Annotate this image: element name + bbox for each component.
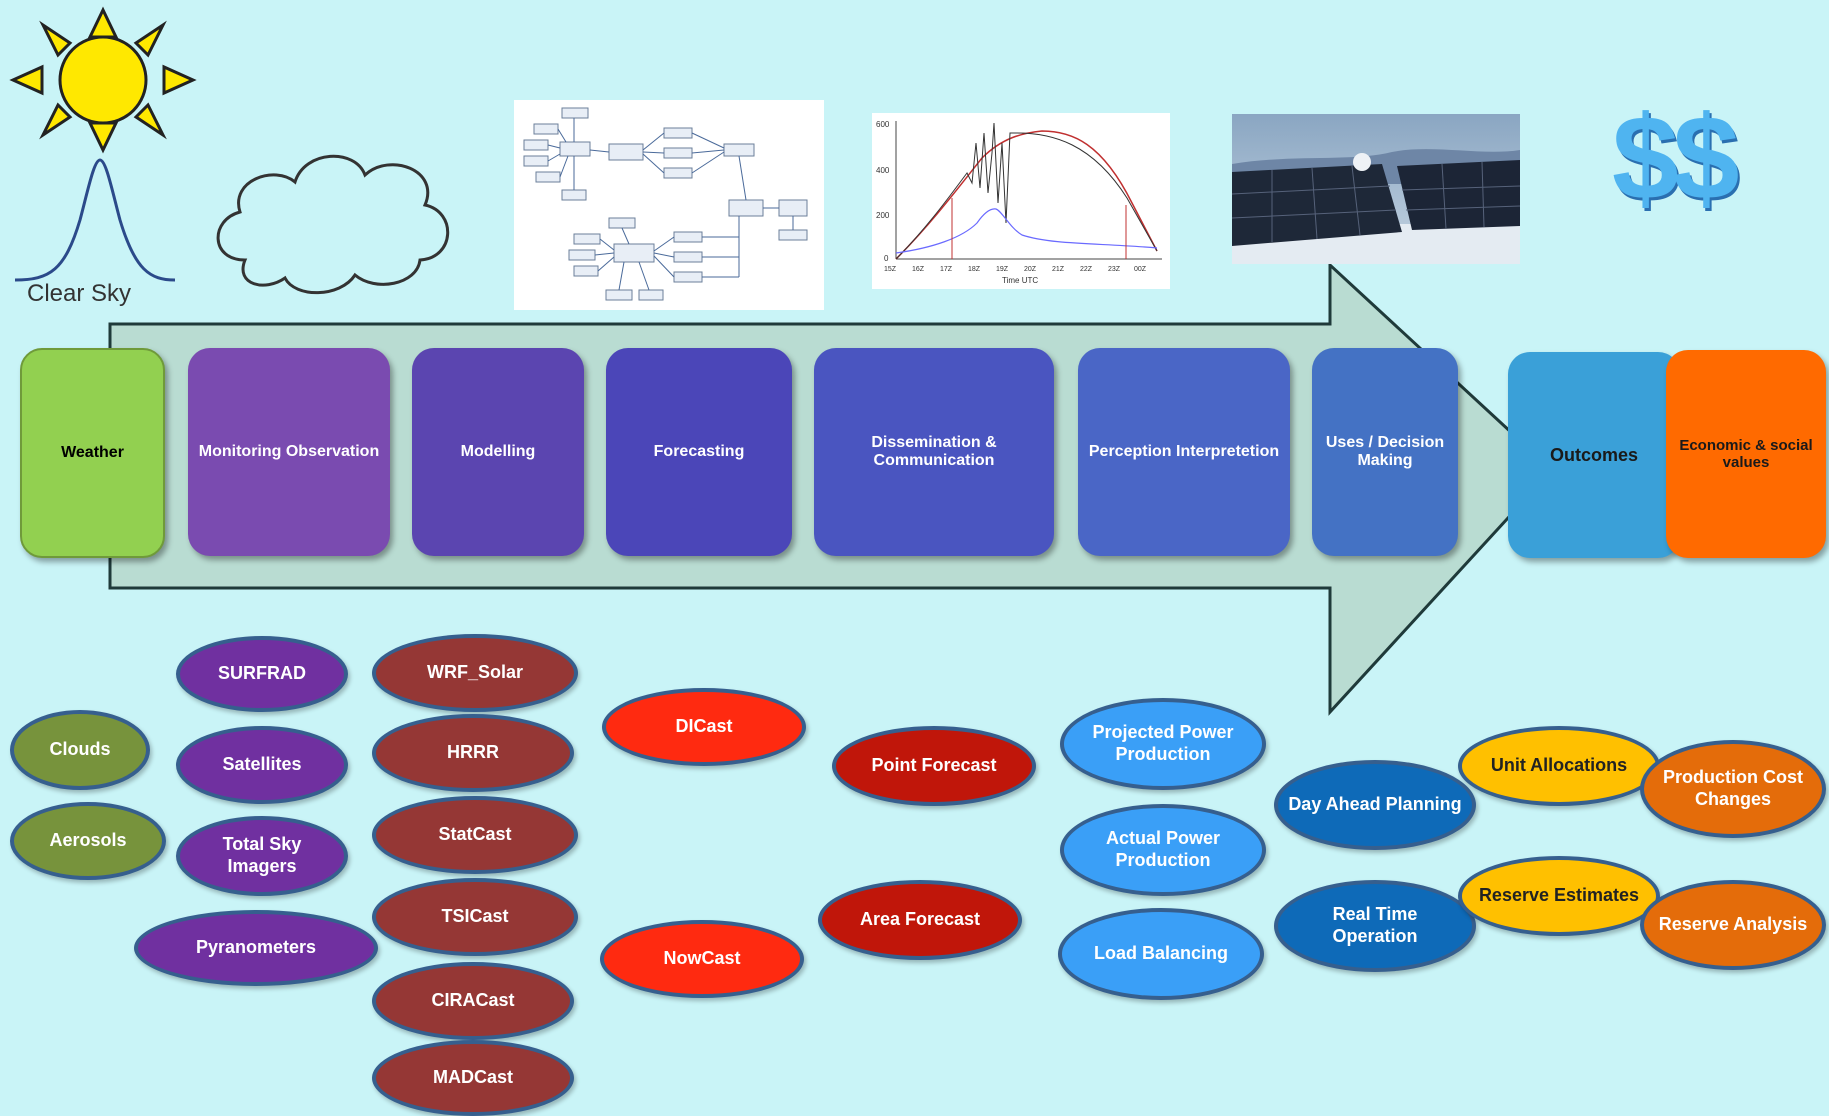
oval-surfrad: SURFRAD (176, 636, 348, 712)
oval-day-ahead-planning: Day Ahead Planning (1274, 760, 1476, 850)
y-tick-0: 0 (884, 254, 889, 263)
oval-load-balancing: Load Balancing (1058, 908, 1264, 1000)
x-tick: 22Z (1080, 266, 1093, 273)
oval-nowcast: NowCast (600, 920, 804, 998)
stage-perception-interpretation: Perception Interpretetion (1078, 348, 1290, 556)
x-tick: 15Z (884, 266, 897, 273)
stage-economic-social-values: Economic & social values (1666, 350, 1826, 558)
x-tick: 23Z (1108, 266, 1121, 273)
oval-ciracast: CIRACast (372, 962, 574, 1040)
clear-sky-curve (14, 158, 176, 282)
x-tick: 18Z (968, 266, 981, 273)
flow-diagram-image (523, 107, 808, 301)
x-tick: 17Z (940, 266, 953, 273)
stage-dissemination-communication: Dissemination & Communication (814, 348, 1054, 556)
clear-sky-label: Clear Sky (27, 280, 132, 307)
oval-statcast: StatCast (372, 796, 578, 874)
oval-madcast: MADCast (372, 1040, 574, 1116)
stage-modelling: Modelling (412, 348, 584, 556)
y-tick-400: 400 (876, 166, 890, 175)
oval-satellites: Satellites (176, 726, 348, 804)
oval-unit-allocations: Unit Allocations (1458, 726, 1660, 806)
y-tick-200: 200 (876, 211, 890, 220)
stage-monitoring-observation: Monitoring Observation (188, 348, 390, 556)
stage-weather: Weather (20, 348, 165, 558)
oval-production-cost-changes: Production Cost Changes (1640, 740, 1826, 838)
oval-point-forecast: Point Forecast (832, 726, 1036, 806)
stage-forecasting: Forecasting (606, 348, 792, 556)
stage-uses-decision-making: Uses / Decision Making (1312, 348, 1458, 556)
oval-clouds: Clouds (10, 710, 150, 790)
x-tick: 19Z (996, 266, 1009, 273)
oval-actual-power-production: Actual Power Production (1060, 804, 1266, 896)
oval-total-sky-imagers: Total Sky Imagers (176, 816, 348, 896)
oval-aerosols: Aerosols (10, 802, 166, 880)
x-tick: 21Z (1052, 266, 1065, 273)
solar-panel-image (1232, 114, 1520, 264)
oval-hrrr: HRRR (372, 714, 574, 792)
sun-icon (9, 6, 197, 154)
oval-tsicast: TSICast (372, 878, 578, 956)
oval-dicast: DICast (602, 688, 806, 766)
oval-reserve-estimates: Reserve Estimates (1458, 856, 1660, 936)
x-axis-label: Time UTC (1002, 276, 1038, 285)
irradiance-chart-thumbnail: 600 400 200 0 15Z 16Z 17Z 18Z 19Z 20Z 21… (872, 113, 1170, 289)
x-tick: 16Z (912, 266, 925, 273)
model-flow-thumbnail (514, 100, 824, 310)
y-tick-600: 600 (876, 120, 890, 129)
oval-area-forecast: Area Forecast (818, 880, 1022, 960)
irradiance-chart: 600 400 200 0 15Z 16Z 17Z 18Z 19Z 20Z 21… (876, 120, 1162, 285)
cloud-icon (216, 154, 450, 295)
oval-projected-power-production: Projected Power Production (1060, 698, 1266, 790)
solar-panel-photo (1232, 114, 1520, 264)
oval-wrf-solar: WRF_Solar (372, 634, 578, 712)
oval-reserve-analysis: Reserve Analysis (1640, 880, 1826, 970)
dollar-signs: $$ (1612, 91, 1740, 225)
x-tick: 00Z (1134, 266, 1147, 273)
oval-real-time-operation: Real Time Operation (1274, 880, 1476, 972)
oval-pyranometers: Pyranometers (134, 910, 378, 986)
x-tick: 20Z (1024, 266, 1037, 273)
stage-outcomes: Outcomes (1508, 352, 1680, 558)
